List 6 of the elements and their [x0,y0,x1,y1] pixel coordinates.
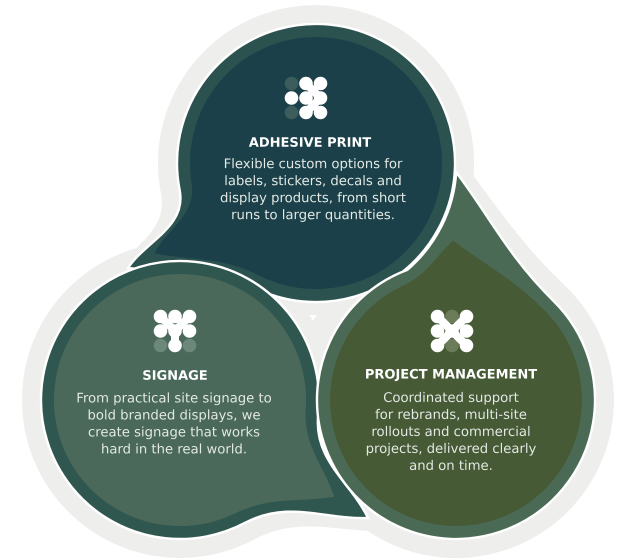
heading: ADHESIVE PRINT [248,137,372,147]
description: Coordinated support for rebrands, multi-site rollouts and commercial projects, delivered clearly and on time. [366,392,536,470]
heading: SIGNAGE [143,370,207,380]
description: Flexible custom options for labels, stickers, decals and display products, from short runs to larger quantities. [220,158,406,222]
description: From practical site signage to bold branded displays, we create signage that works hard in the real world. [78,392,272,454]
heading: PROJECT MANAGEMENT [366,368,538,382]
